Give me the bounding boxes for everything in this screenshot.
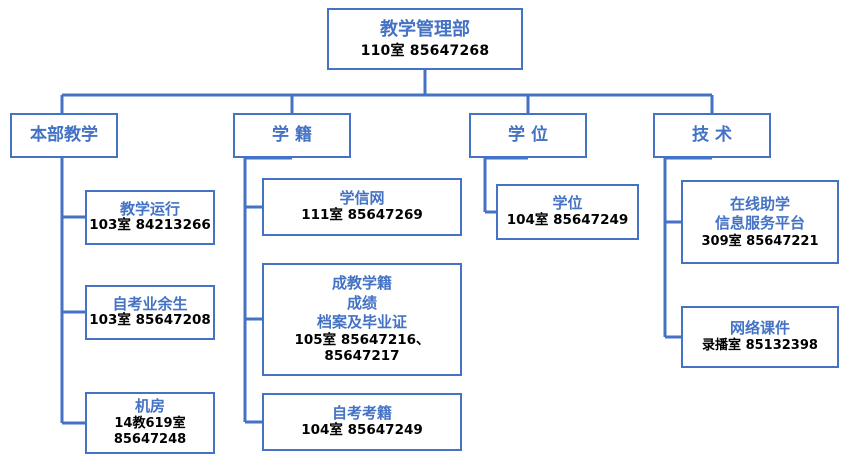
node-branch-title: 学 籍 xyxy=(272,125,312,146)
node-wangluokejian[interactable]: 网络课件 录播室 85132398 xyxy=(681,306,839,368)
node-title: 机房 xyxy=(134,396,165,415)
node-title: 在线助学 xyxy=(729,194,790,213)
node-branch-xueji[interactable]: 学 籍 xyxy=(233,113,351,158)
node-title: 自考考籍 xyxy=(331,404,392,423)
node-title-line2: 信息服务平台 xyxy=(714,214,805,233)
node-jifang[interactable]: 机房 14教619室 85647248 xyxy=(85,392,215,454)
node-root[interactable]: 教学管理部 110室 85647268 xyxy=(327,8,523,70)
node-branch-jishu[interactable]: 技 术 xyxy=(653,113,771,158)
node-title: 自考业余生 xyxy=(112,294,188,313)
node-detail-line1: 14教619室 xyxy=(114,415,186,431)
node-zikaokaoji[interactable]: 自考考籍 104室 85647249 xyxy=(262,393,462,451)
node-detail: 309室 85647221 xyxy=(701,234,819,250)
node-detail: 111室 85647269 xyxy=(301,206,423,223)
node-detail: 104室 85647249 xyxy=(506,211,629,228)
node-title: 网络课件 xyxy=(729,319,790,338)
node-branch-title: 本部教学 xyxy=(30,125,98,146)
node-branch-title: 技 术 xyxy=(692,125,732,146)
node-detail-line2: 85647248 xyxy=(113,431,187,447)
node-title: 成教学籍 xyxy=(331,274,392,293)
node-xuewei-detail[interactable]: 学位 104室 85647249 xyxy=(496,184,639,240)
node-detail: 录播室 85132398 xyxy=(702,338,818,354)
node-root-title: 教学管理部 xyxy=(380,18,470,40)
node-title-line2: 成绩 xyxy=(346,293,377,312)
node-title-line3: 档案及毕业证 xyxy=(316,313,407,332)
node-branch-xuewei[interactable]: 学 位 xyxy=(469,113,587,158)
node-xuexinwang[interactable]: 学信网 111室 85647269 xyxy=(262,178,462,236)
node-title: 教学运行 xyxy=(119,199,180,218)
node-detail: 103室 84213266 xyxy=(89,217,211,234)
node-jiaoxueyunxing[interactable]: 教学运行 103室 84213266 xyxy=(85,190,215,245)
node-zikaoyeyusheng[interactable]: 自考业余生 103室 85647208 xyxy=(85,285,215,340)
node-detail: 103室 85647208 xyxy=(89,312,211,329)
node-title: 学信网 xyxy=(339,189,385,208)
node-root-detail: 110室 85647268 xyxy=(360,42,490,59)
node-detail: 105室 85647216、85647217 xyxy=(294,332,430,365)
node-chengjiaoxueji[interactable]: 成教学籍 成绩 档案及毕业证 105室 85647216、85647217 xyxy=(262,263,462,376)
node-detail: 104室 85647249 xyxy=(301,421,423,438)
node-branch-benbujiaoxue[interactable]: 本部教学 xyxy=(10,113,118,158)
node-branch-title: 学 位 xyxy=(508,125,548,146)
node-title: 学位 xyxy=(552,194,583,213)
node-zaixianzhuxue[interactable]: 在线助学 信息服务平台 309室 85647221 xyxy=(681,180,839,264)
